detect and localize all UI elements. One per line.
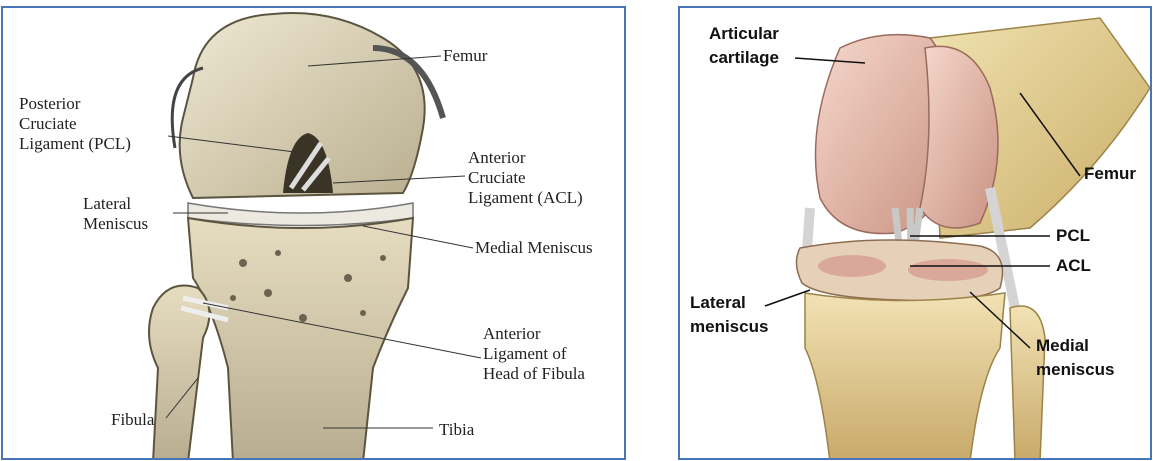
right-knee-diagram-panel: Articular cartilage Femur PCL ACL Latera… bbox=[678, 6, 1152, 460]
label-acl: ACL bbox=[1056, 254, 1091, 278]
label-tibia: Tibia bbox=[439, 420, 474, 440]
right-fibula-shape bbox=[1010, 306, 1045, 460]
right-tibia-shape bbox=[805, 293, 1005, 460]
label-medial-meniscus-right: Medial meniscus bbox=[1036, 334, 1114, 382]
left-tibia-shape bbox=[188, 218, 413, 460]
label-articular-cartilage: Articular cartilage bbox=[709, 22, 779, 70]
label-lateral-meniscus-right: Lateral meniscus bbox=[690, 291, 768, 339]
label-pcl: PCL bbox=[1056, 224, 1090, 248]
label-fibula: Fibula bbox=[111, 410, 154, 430]
label-anterior-cruciate-ligament: Anterior Cruciate Ligament (ACL) bbox=[468, 148, 583, 208]
label-anterior-ligament-head-of-fibula: Anterior Ligament of Head of Fibula bbox=[483, 324, 585, 384]
label-lateral-meniscus: Lateral Meniscus bbox=[83, 194, 148, 234]
label-posterior-cruciate-ligament: Posterior Cruciate Ligament (PCL) bbox=[19, 94, 131, 154]
label-medial-meniscus: Medial Meniscus bbox=[475, 238, 593, 258]
left-knee-illustration bbox=[3, 8, 626, 460]
label-femur: Femur bbox=[443, 46, 487, 66]
label-femur-right: Femur bbox=[1084, 162, 1136, 186]
left-knee-diagram-panel: Femur Posterior Cruciate Ligament (PCL) … bbox=[1, 6, 626, 460]
